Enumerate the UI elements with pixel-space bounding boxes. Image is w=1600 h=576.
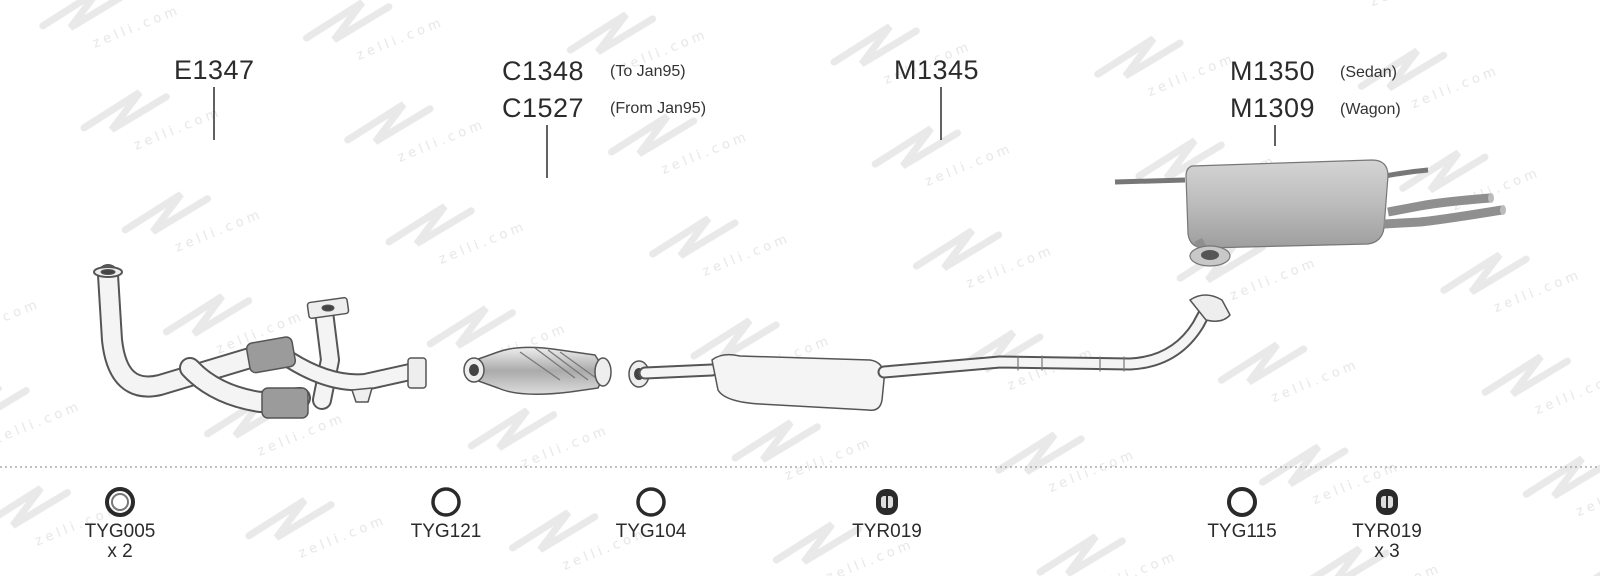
catalytic-converter-code-1: C1348: [502, 56, 585, 86]
rear-muffler-drawing: [1114, 159, 1506, 267]
catalytic-converter-note-1: (To Jan95): [610, 63, 686, 80]
rubber-hanger-icon: [876, 489, 898, 515]
hardware-code: TYG121: [410, 521, 482, 542]
hardware-code: TYG115: [1207, 521, 1277, 542]
gasket-ring-icon: [105, 487, 135, 517]
rear-muffler-note-1: (Sedan): [1340, 64, 1397, 81]
catalytic-converter-code-2: C1527: [502, 93, 585, 123]
hardware-code: TYR019: [852, 521, 922, 542]
hardware-code: TYG005: [84, 521, 156, 542]
rubber-hanger-icon: [1376, 489, 1398, 515]
hardware-code: TYR019: [1352, 521, 1422, 542]
front-pipe-drawing: [93, 264, 427, 419]
rear-muffler-note-2: (Wagon): [1340, 101, 1401, 118]
rear-muffler-code-2: M1309: [1230, 93, 1316, 123]
rear-muffler-code-1: M1350: [1230, 56, 1316, 86]
hardware-qty: x 2: [107, 541, 133, 562]
catalytic-converter-drawing: [463, 346, 612, 395]
hardware-qty: x 3: [1374, 541, 1400, 562]
catalytic-converter-note-2: (From Jan95): [610, 100, 707, 117]
gasket-ring-icon: [636, 487, 666, 517]
front-pipe-code: E1347: [174, 55, 255, 85]
hardware-code: TYG104: [615, 521, 687, 542]
leader-lines: [213, 87, 1276, 178]
center-muffler-drawing: [628, 294, 1231, 412]
center-muffler-code: M1345: [894, 55, 980, 85]
gasket-ring-icon: [1227, 487, 1257, 517]
gasket-ring-icon: [431, 487, 461, 517]
